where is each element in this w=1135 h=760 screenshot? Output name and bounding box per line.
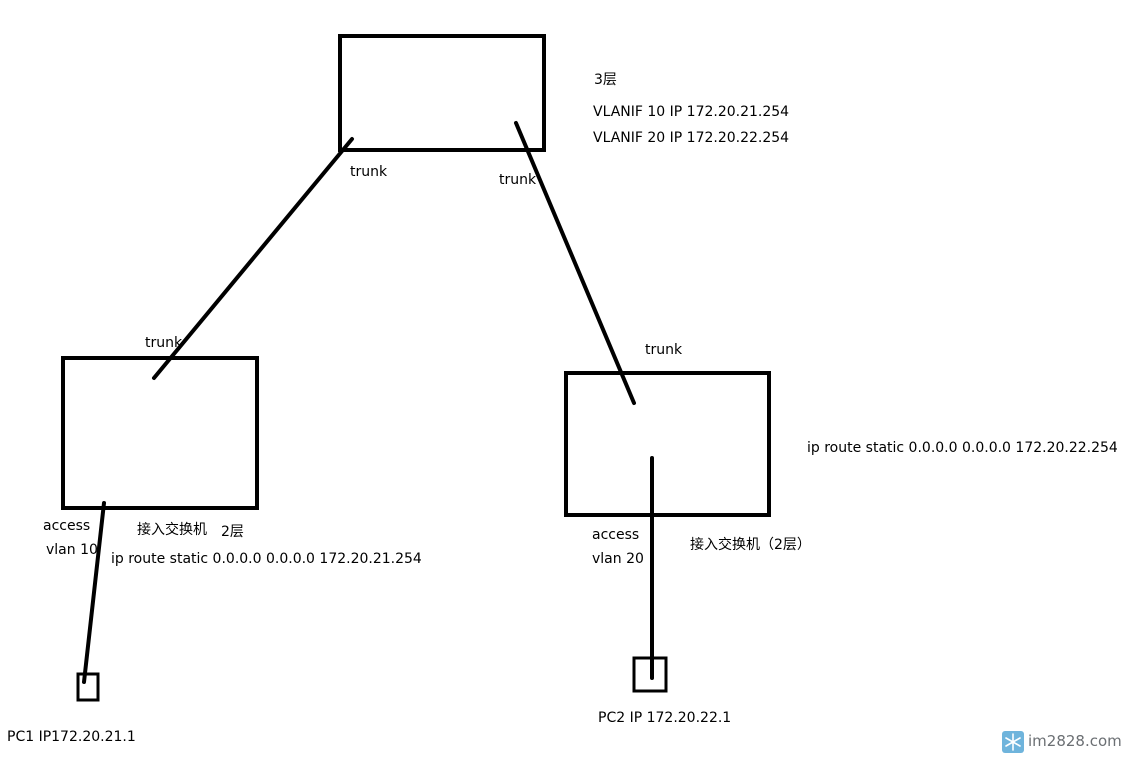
core-switch-box: [338, 34, 546, 152]
right-downlink-port-label: access: [592, 527, 640, 543]
access-switch-right-box: [564, 371, 771, 517]
access-switch-left-box: [61, 356, 259, 510]
left-switch-name: 接入交换机: [137, 522, 207, 538]
left-switch-route: ip route static 0.0.0.0 0.0.0.0 172.20.2…: [111, 551, 422, 567]
pc2-label: PC2 IP 172.20.22.1: [598, 710, 732, 726]
core-port-right-label: trunk: [499, 172, 537, 188]
left-downlink-port-label: access: [43, 518, 91, 534]
left-switch-layer: 2层: [221, 524, 244, 540]
snowflake-glyph: [1005, 733, 1021, 751]
right-switch-route: ip route static 0.0.0.0 0.0.0.0 172.20.2…: [807, 440, 1118, 456]
core-vlanif20-label: VLANIF 20 IP 172.20.22.254: [593, 130, 790, 146]
snowflake-icon: [1002, 731, 1024, 753]
right-uplink-port-label: trunk: [645, 342, 683, 358]
left-vlan-label: vlan 10: [46, 542, 98, 558]
link-core-to-left-switch: [152, 137, 354, 380]
core-layer-label: 3层: [594, 72, 617, 88]
left-uplink-port-label: trunk: [145, 335, 183, 351]
right-switch-name: 接入交换机（2层）: [690, 537, 811, 553]
core-port-left-label: trunk: [350, 164, 388, 180]
core-vlanif10-label: VLANIF 10 IP 172.20.21.254: [593, 104, 790, 120]
link-core-to-right-switch: [514, 121, 636, 405]
pc1-box: [76, 672, 100, 702]
link-left-switch-to-pc1: [82, 501, 106, 684]
pc1-label: PC1 IP172.20.21.1: [7, 729, 136, 745]
right-vlan-label: vlan 20: [592, 551, 644, 567]
watermark-text: im2828.com: [1028, 732, 1122, 750]
